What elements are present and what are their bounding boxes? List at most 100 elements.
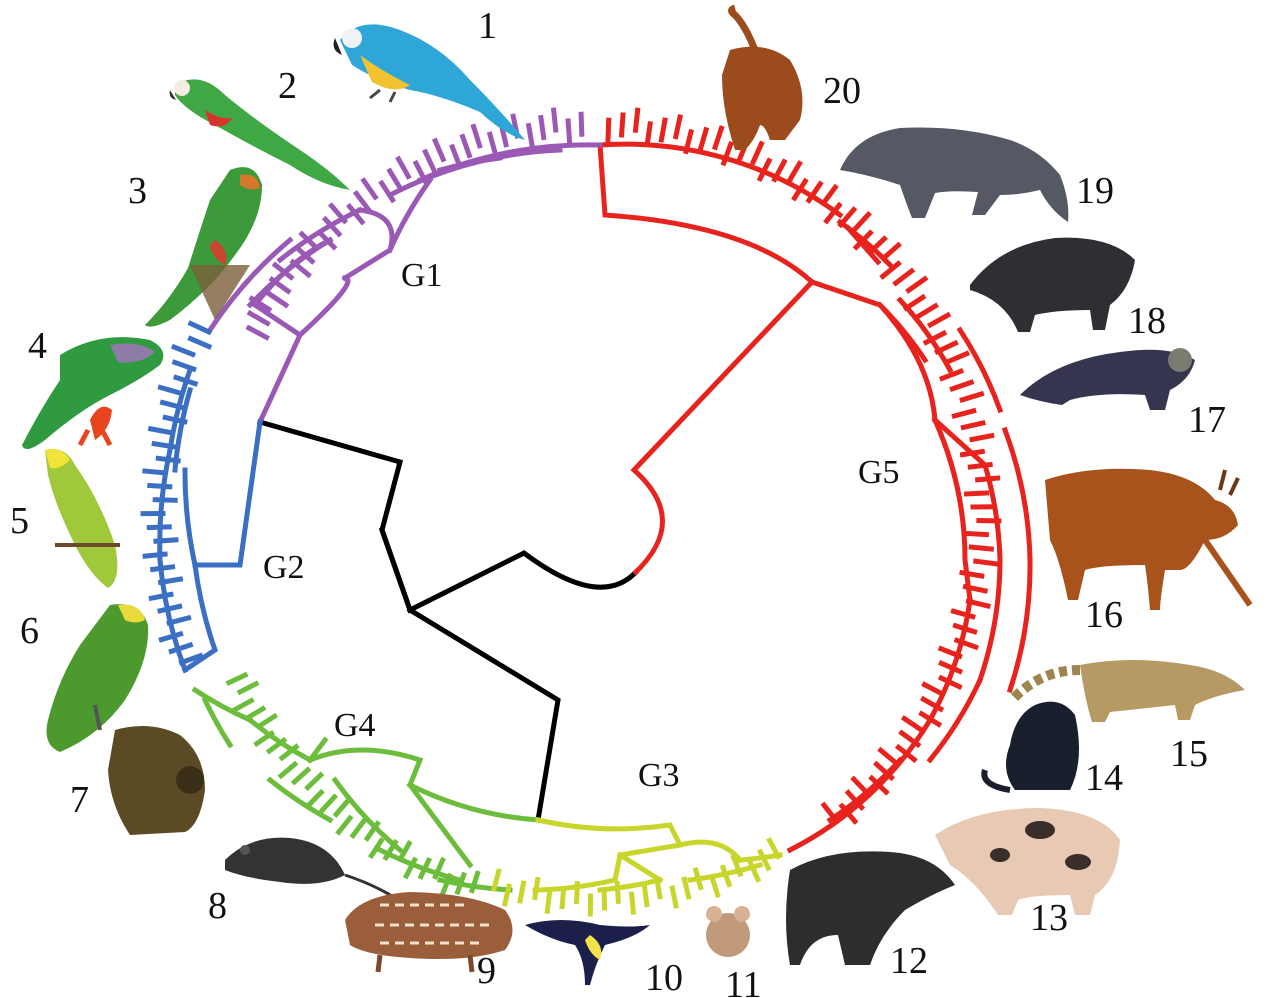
tip-branch	[474, 127, 480, 146]
tip-branch	[976, 561, 996, 564]
tip-branch	[855, 215, 869, 230]
species-image-8	[225, 838, 395, 898]
species-number-7: 7	[70, 779, 89, 821]
tip-branch	[176, 377, 195, 383]
tip-branch	[154, 444, 174, 447]
tip-branch	[425, 152, 434, 170]
tip-branch	[676, 117, 680, 137]
tip-branch	[841, 210, 854, 225]
species-number-15: 15	[1170, 733, 1208, 775]
tip-branch	[191, 324, 209, 332]
tip-branch	[967, 493, 987, 494]
tip-branch	[151, 429, 171, 433]
tip-branch	[723, 868, 729, 885]
tip-branch	[823, 187, 835, 203]
tip-branch	[490, 134, 495, 153]
tip-branch	[247, 709, 262, 718]
tip-branch	[240, 684, 256, 692]
clade-g5-tips	[608, 110, 999, 821]
tip-branch	[562, 889, 563, 907]
tip-branch	[962, 394, 981, 400]
tip-branch	[972, 436, 992, 440]
tip-branch	[149, 527, 169, 528]
tip-branch	[568, 121, 569, 141]
tip-branch	[657, 879, 660, 897]
species-number-8: 8	[208, 885, 227, 927]
tip-branch	[715, 128, 721, 147]
species-number-16: 16	[1085, 594, 1123, 636]
species-number-10: 10	[645, 957, 683, 998]
tip-branch	[906, 297, 923, 308]
tip-branch	[970, 465, 990, 467]
species-image-18	[970, 238, 1135, 332]
tip-branch	[191, 339, 209, 347]
tip-branch	[554, 110, 556, 130]
tip-branch	[169, 618, 188, 623]
tip-branch	[294, 770, 307, 782]
group-label-g2: G2	[263, 549, 305, 586]
species-number-18: 18	[1128, 300, 1166, 342]
tip-branch	[881, 750, 896, 763]
tip-branch	[452, 147, 459, 166]
tip-branch	[644, 887, 646, 905]
tip-branch	[259, 716, 274, 726]
tip-branch	[963, 423, 982, 427]
species-image-11	[706, 906, 750, 957]
tip-branch	[421, 860, 429, 876]
tip-branch	[158, 458, 178, 460]
species-number-9: 9	[477, 950, 496, 992]
group-label-g4: G4	[334, 707, 376, 744]
tip-branch	[962, 573, 982, 576]
circular-dendrogram	[143, 110, 1030, 914]
tip-branch	[952, 382, 971, 389]
tip-branch	[161, 387, 180, 393]
species-image-10	[525, 920, 650, 985]
tip-branch	[155, 500, 175, 501]
species-image-7	[108, 726, 205, 835]
tip-branch	[308, 775, 321, 787]
tip-branch	[789, 164, 799, 181]
tip-branch	[581, 114, 582, 134]
tip-branch	[617, 883, 618, 901]
tip-branch	[661, 120, 665, 140]
tip-branch	[249, 328, 267, 337]
species-image-13	[935, 808, 1120, 915]
group-label-g5: G5	[858, 454, 900, 491]
species-number-2: 2	[278, 65, 297, 107]
tip-branch	[229, 675, 245, 683]
species-image-17	[1020, 348, 1195, 410]
tip-branch	[896, 271, 912, 283]
tip-branch	[250, 313, 267, 323]
tip-branch	[672, 888, 676, 906]
tip-branch	[145, 471, 165, 473]
tip-branch	[963, 452, 983, 455]
tip-branch	[494, 871, 499, 888]
tip-branch	[281, 764, 295, 776]
species-number-6: 6	[20, 610, 39, 652]
tip-branch	[145, 554, 165, 556]
species-number-20: 20	[823, 70, 861, 112]
tip-branch	[336, 801, 348, 815]
tip-branch	[535, 880, 538, 898]
tip-branch	[364, 181, 375, 197]
tip-branch	[948, 354, 966, 362]
tip-branch	[930, 315, 947, 325]
tip-branch	[174, 347, 193, 354]
tip-branch	[700, 130, 706, 149]
tip-branch	[161, 634, 180, 640]
species-image-5	[45, 449, 120, 588]
tip-branch	[647, 124, 650, 144]
tip-branch	[399, 159, 409, 176]
tip-branch	[955, 626, 974, 632]
species-image-20	[722, 8, 802, 150]
species-number-5: 5	[10, 500, 29, 542]
tip-branch	[160, 606, 180, 610]
species-image-16	[1045, 469, 1250, 610]
tip-branch	[435, 141, 443, 159]
tip-branch	[390, 171, 400, 188]
tip-branch	[577, 884, 578, 902]
tip-branch	[883, 245, 898, 258]
species-image-14	[984, 702, 1079, 790]
tip-branch	[904, 719, 921, 730]
tip-branch	[918, 306, 935, 316]
